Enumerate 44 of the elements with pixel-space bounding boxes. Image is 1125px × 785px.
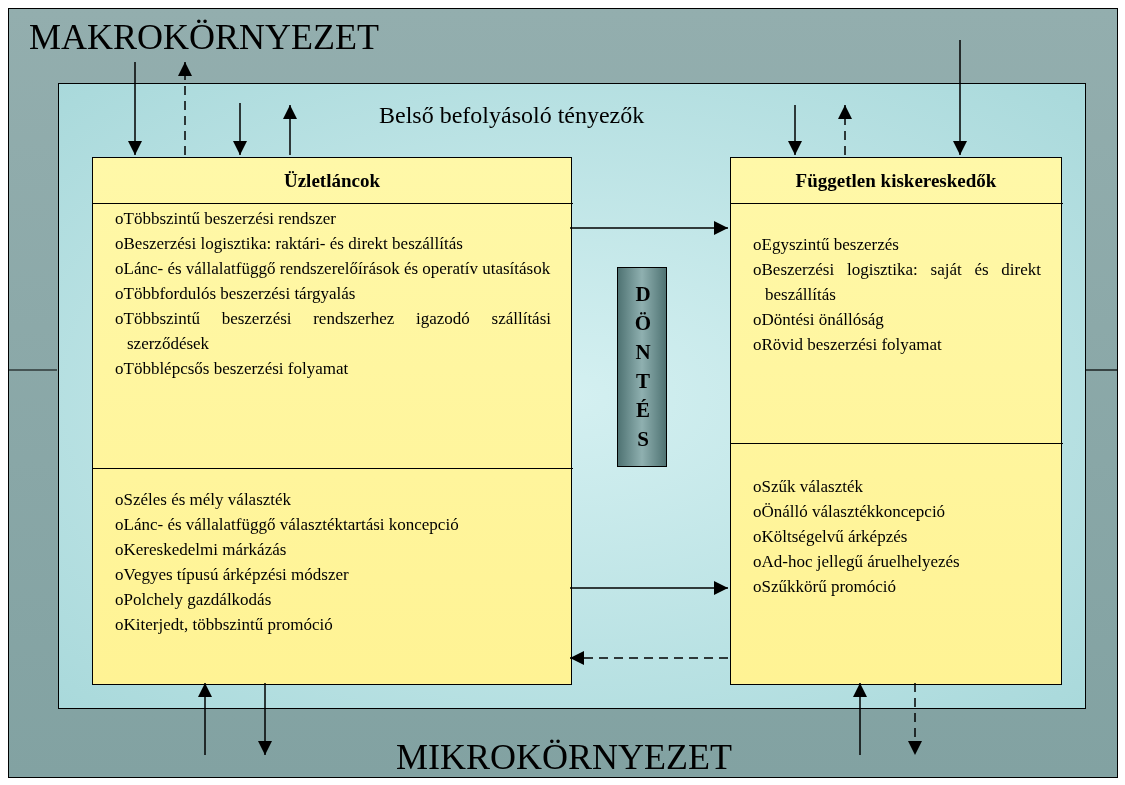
arrow — [569, 221, 729, 235]
list-item: oPolchely gazdálkodás — [115, 589, 273, 611]
list-item: oTöbbfordulós beszerzési tárgyalás — [115, 283, 357, 305]
environment-frame — [8, 8, 1118, 778]
list-item: oSzéles és mély választék — [115, 489, 293, 511]
list-item: oTöbblépcsős beszerzési folyamat — [115, 358, 350, 380]
list-item: oEgyszintű beszerzés — [753, 234, 900, 256]
region-label: MIKROKÖRNYEZET — [396, 737, 732, 777]
box-heading: Független kiskereskedők — [794, 170, 998, 192]
arrow — [198, 682, 212, 756]
list-item: oKiterjedt, többszintű promóció — [115, 614, 334, 636]
list-item: oBeszerzési logisztika: raktári- és direkt beszállítás — [115, 233, 464, 255]
list-item: oSzűk választék — [753, 476, 864, 498]
arrow — [569, 651, 729, 665]
arrow — [569, 581, 729, 595]
decision-bar — [617, 267, 667, 467]
arrow — [853, 682, 867, 756]
arrow — [908, 682, 922, 756]
arrow — [838, 104, 852, 156]
category-box — [730, 157, 1062, 685]
arrow — [178, 61, 192, 156]
arrow — [128, 61, 142, 156]
arrow — [233, 102, 247, 156]
list-item: oKöltségelvű árképzés — [753, 526, 909, 548]
list-item: oÖnálló választékkoncepció — [753, 501, 947, 523]
list-item: oKereskedelmi márkázás — [115, 539, 288, 561]
list-item: oLánc- és vállalatfüggő választéktartási koncepció — [115, 514, 460, 536]
box-heading: Üzletláncok — [282, 170, 381, 192]
list-item: oLánc- és vállalatfüggő rendszerelőírások és operatív utasítások — [115, 258, 551, 280]
list-item: oAd-hoc jellegű áruelhelyezés — [753, 551, 961, 573]
category-box — [92, 157, 572, 685]
panel-heading: Belső befolyásoló tényezők — [379, 102, 645, 129]
list-item: oSzűkkörű promóció — [753, 576, 898, 598]
list-item: oVegyes típusú árképzési módszer — [115, 564, 350, 586]
list-item: oRövid beszerzési folyamat — [753, 334, 943, 356]
inner-panel — [58, 83, 1086, 709]
arrow — [283, 104, 297, 156]
list-item: oDöntési önállóság — [753, 309, 885, 331]
region-label: MAKROKÖRNYEZET — [29, 17, 379, 57]
arrow — [258, 682, 272, 756]
arrow — [788, 104, 802, 156]
decision-label: DÖNTÉS — [633, 281, 653, 453]
list-item: oTöbbszintű beszerzési rendszer — [115, 208, 337, 230]
arrow — [953, 39, 967, 156]
